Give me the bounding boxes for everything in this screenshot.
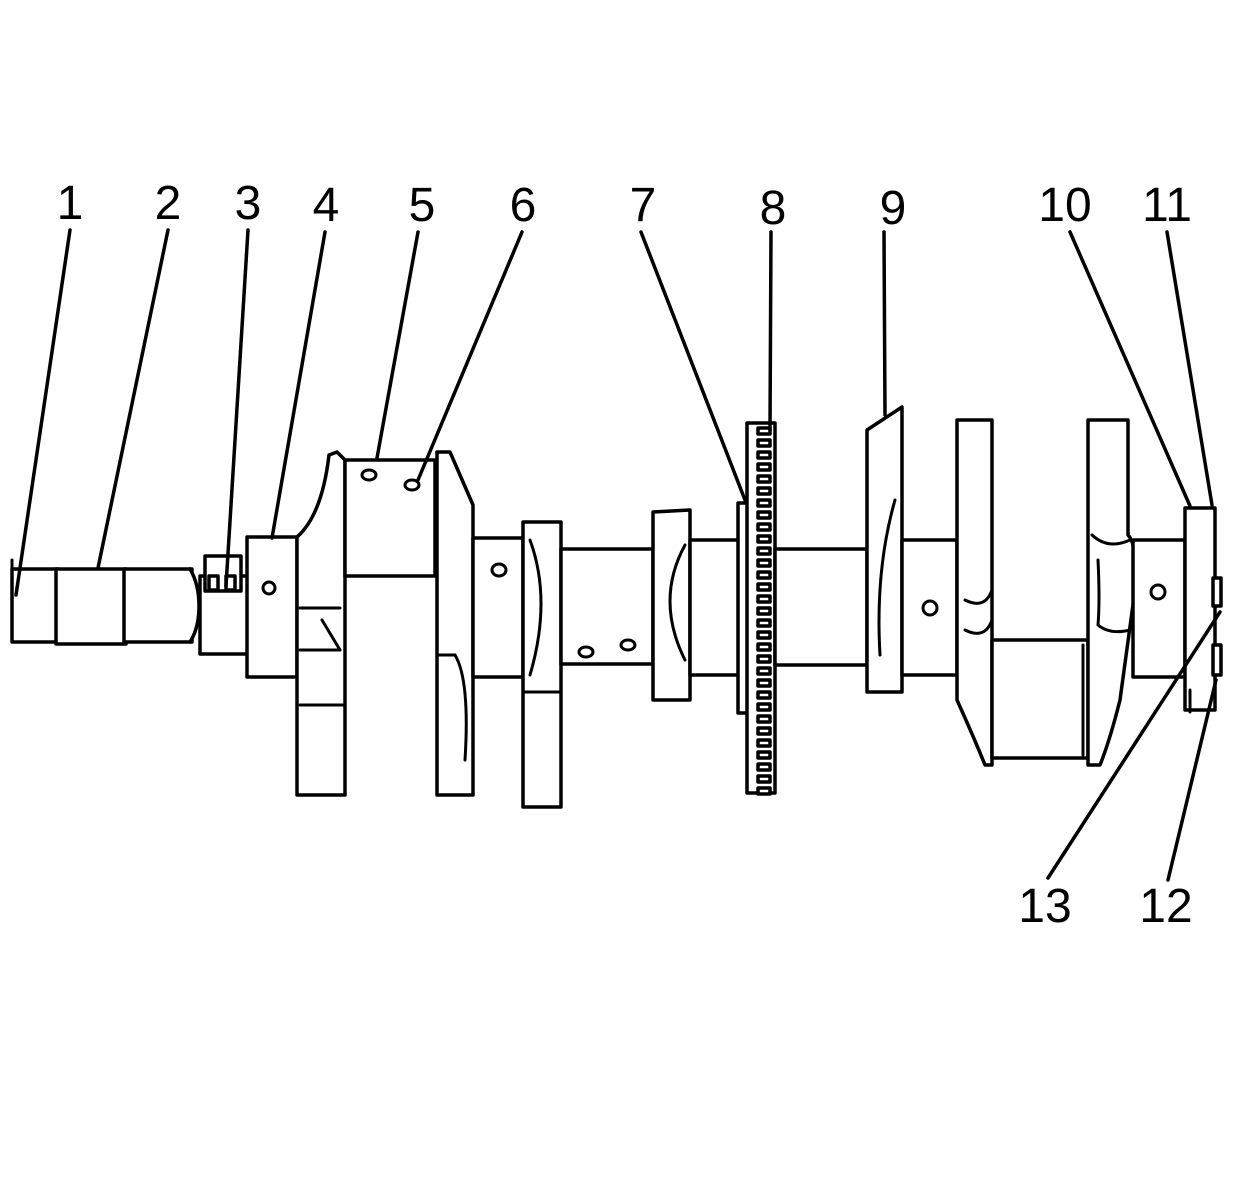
reluctor-tooth: [756, 774, 772, 784]
crankshaft-front-main-journal: [245, 535, 299, 679]
reluctor-tooth: [756, 486, 772, 496]
reluctor-tooth: [756, 426, 772, 436]
reluctor-ring-teeth: [756, 426, 772, 796]
crankshaft-rear-main-journal: [1131, 538, 1187, 679]
leader-line-11: [1165, 230, 1214, 507]
crankshaft-main-journal-2: [471, 536, 525, 679]
callout-7: 7: [630, 179, 657, 232]
crankshaft-keyway-section: [54, 567, 128, 646]
callout-3: 3: [235, 177, 262, 230]
reluctor-tooth: [756, 630, 772, 640]
callout-13: 13: [1018, 880, 1071, 933]
reluctor-tooth: [756, 738, 772, 748]
crankshaft-rear-flange: [1183, 506, 1217, 714]
crankshaft-counterweight-4: [651, 508, 692, 702]
callout-8: 8: [760, 182, 787, 235]
reluctor-tooth: [756, 558, 772, 568]
callout-5: 5: [409, 179, 436, 232]
crankshaft-counterweight-7: [1086, 418, 1138, 767]
crankshaft-crankpin-3: [773, 547, 869, 667]
leader-line-3: [224, 228, 250, 588]
reluctor-tooth: [756, 750, 772, 760]
reluctor-tooth: [756, 666, 772, 676]
reluctor-tooth: [756, 594, 772, 604]
reluctor-tooth: [756, 462, 772, 472]
reluctor-tooth: [756, 546, 772, 556]
crankshaft-front-key: [198, 554, 250, 656]
crankshaft-crankpin-2: [559, 547, 655, 666]
reluctor-tooth: [756, 474, 772, 484]
crankshaft-main-journal-4: [900, 538, 959, 677]
reluctor-tooth: [756, 678, 772, 688]
reluctor-tooth: [756, 570, 772, 580]
callout-9: 9: [880, 182, 907, 235]
leader-line-6: [416, 230, 524, 482]
crankshaft-crankpin-1: [343, 458, 437, 578]
reluctor-tooth: [756, 642, 772, 652]
callout-6: 6: [510, 179, 537, 232]
reluctor-tooth: [756, 654, 772, 664]
leader-line-8: [768, 230, 773, 432]
leader-line-9: [882, 230, 887, 417]
leader-lines: [14, 228, 1222, 882]
reluctor-tooth: [756, 450, 772, 460]
reluctor-tooth: [756, 438, 772, 448]
callout-2: 2: [155, 177, 182, 230]
leader-line-5: [375, 230, 420, 460]
reluctor-tooth: [756, 498, 772, 508]
reluctor-tooth: [756, 606, 772, 616]
reluctor-tooth: [756, 726, 772, 736]
crankshaft-crankpin-4: [990, 638, 1090, 760]
reluctor-tooth: [756, 582, 772, 592]
callout-10: 10: [1038, 179, 1091, 232]
reluctor-tooth: [756, 714, 772, 724]
crankshaft-counterweight-1: [295, 450, 347, 797]
reluctor-tooth: [756, 690, 772, 700]
reluctor-tooth: [756, 522, 772, 532]
leader-line-1: [14, 228, 72, 597]
reluctor-tooth: [756, 702, 772, 712]
crankshaft-counterweight-2: [435, 450, 475, 797]
crankshaft-counterweight-5: [865, 405, 904, 694]
reluctor-tooth: [756, 534, 772, 544]
leader-line-7: [639, 230, 747, 502]
reluctor-tooth: [756, 786, 772, 796]
crankshaft-sprocket-journal: [122, 567, 201, 644]
crankshaft-counterweight-3: [521, 520, 563, 809]
crankshaft-reluctor-ring: [745, 421, 777, 796]
reluctor-tooth: [756, 618, 772, 628]
callout-11: 11: [1142, 179, 1192, 232]
leader-line-13: [1046, 610, 1222, 880]
leader-line-2: [96, 228, 170, 570]
callout-1: 1: [57, 177, 84, 230]
callout-labels: 1 2 3 4 5 6 7 8 9 10 11 12 13: [57, 177, 1193, 933]
crankshaft-rear-dowel: [1211, 576, 1223, 677]
crankshaft-drawing: [10, 405, 1223, 809]
crankshaft-main-journal-3: [688, 538, 742, 677]
leader-line-4: [270, 230, 327, 540]
leader-line-10: [1068, 230, 1192, 508]
callout-4: 4: [313, 179, 340, 232]
reluctor-tooth: [756, 762, 772, 772]
crankshaft-counterweight-6: [955, 418, 994, 767]
reluctor-tooth: [756, 510, 772, 520]
leader-line-12: [1166, 678, 1218, 882]
callout-12: 12: [1139, 880, 1192, 933]
